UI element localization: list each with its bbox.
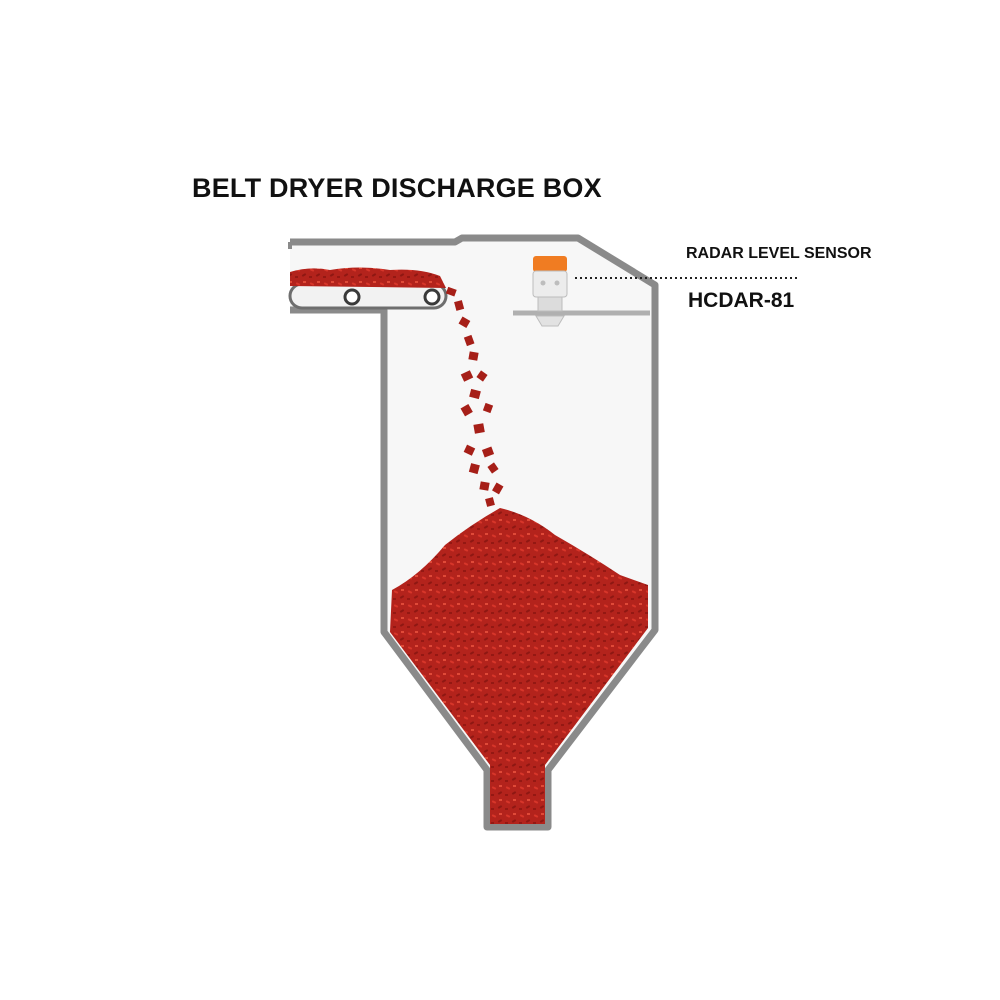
material-pile <box>390 508 648 824</box>
sensor-led <box>554 280 560 286</box>
belt-material <box>290 267 446 288</box>
sensor-cap <box>533 256 567 272</box>
sensor-caption: RADAR LEVEL SENSOR <box>686 245 872 262</box>
sensor-model: HCDAR-81 <box>688 289 795 312</box>
sensor-flange <box>537 296 563 312</box>
sensor-body <box>532 270 568 298</box>
diagram-title: BELT DRYER DISCHARGE BOX <box>192 173 602 203</box>
roller-icon <box>423 288 441 306</box>
sensor-antenna <box>535 315 565 327</box>
radar-sensor-icon <box>532 256 568 327</box>
roller-icon <box>343 288 361 306</box>
conveyor-belt <box>288 267 448 310</box>
sensor-led <box>540 280 546 286</box>
falling-material <box>445 286 504 507</box>
